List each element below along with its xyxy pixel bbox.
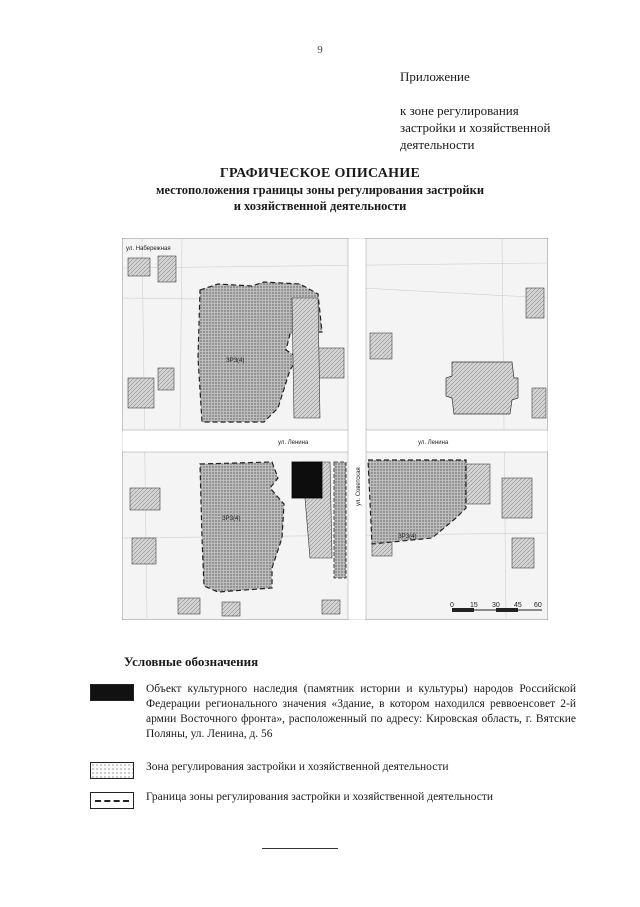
zone-label-1: ЗРЗ(4) bbox=[226, 358, 244, 364]
scale-tick-30: 30 bbox=[492, 602, 500, 609]
street-label-lenina-left: ул. Ленина bbox=[278, 440, 309, 446]
boundary-line-symbol-icon bbox=[90, 792, 134, 809]
scale-tick-0: 0 bbox=[450, 602, 454, 609]
zone-north-west bbox=[197, 281, 323, 423]
scale-bar: 0 15 30 45 60 bbox=[450, 602, 542, 612]
site-map: ЗРЗ(4) ЗРЗ(4) ЗРЗ(4) ул. Набережная ул. … bbox=[122, 238, 548, 620]
document-title: ГРАФИЧЕСКОЕ ОПИСАНИЕ местоположения гран… bbox=[0, 166, 640, 214]
heritage-symbol-icon bbox=[90, 684, 134, 701]
scale-tick-60: 60 bbox=[534, 602, 542, 609]
street-label-naberezhnaya: ул. Набережная bbox=[126, 246, 171, 252]
street-sovetskaya bbox=[347, 238, 367, 620]
title-sub-1: местоположения границы зоны регулировани… bbox=[155, 183, 485, 197]
footer-rule bbox=[262, 848, 338, 849]
heritage-object bbox=[291, 461, 323, 499]
zone-south-east bbox=[367, 459, 467, 545]
legend-text-zone: Зона регулирования застройки и хозяйстве… bbox=[146, 761, 449, 773]
legend-text-boundary: Граница зоны регулирования застройки и х… bbox=[146, 791, 494, 803]
zone-label-2: ЗРЗ(4) bbox=[222, 516, 240, 522]
legend-title: Условные обозначения bbox=[124, 654, 259, 669]
zone-label-3: ЗРЗ(4) bbox=[398, 534, 416, 540]
appendix-line-1: к зоне регулирования bbox=[400, 103, 519, 118]
appendix-line-2: застройки и хозяйственной bbox=[400, 120, 551, 135]
appendix-note: Приложение к зоне регулирования застройк… bbox=[400, 68, 600, 153]
church-building bbox=[445, 361, 519, 415]
page-number: 9 bbox=[317, 44, 323, 56]
zone-south-west bbox=[199, 461, 285, 593]
zone-fill-symbol-icon bbox=[90, 762, 134, 779]
legend-text-heritage: Объект культурного наследия (памятник ис… bbox=[146, 683, 576, 740]
title-sub-2: и хозяйственной деятельности bbox=[233, 199, 407, 213]
street-label-sovetskaya: ул. Советская bbox=[356, 467, 362, 506]
appendix-heading: Приложение bbox=[400, 69, 470, 84]
street-lenina bbox=[122, 429, 548, 453]
scale-tick-15: 15 bbox=[470, 602, 478, 609]
appendix-line-3: деятельности bbox=[400, 137, 475, 152]
street-label-lenina-right: ул. Ленина bbox=[418, 440, 449, 446]
scale-tick-45: 45 bbox=[514, 602, 522, 609]
title-main: ГРАФИЧЕСКОЕ ОПИСАНИЕ bbox=[219, 166, 421, 181]
